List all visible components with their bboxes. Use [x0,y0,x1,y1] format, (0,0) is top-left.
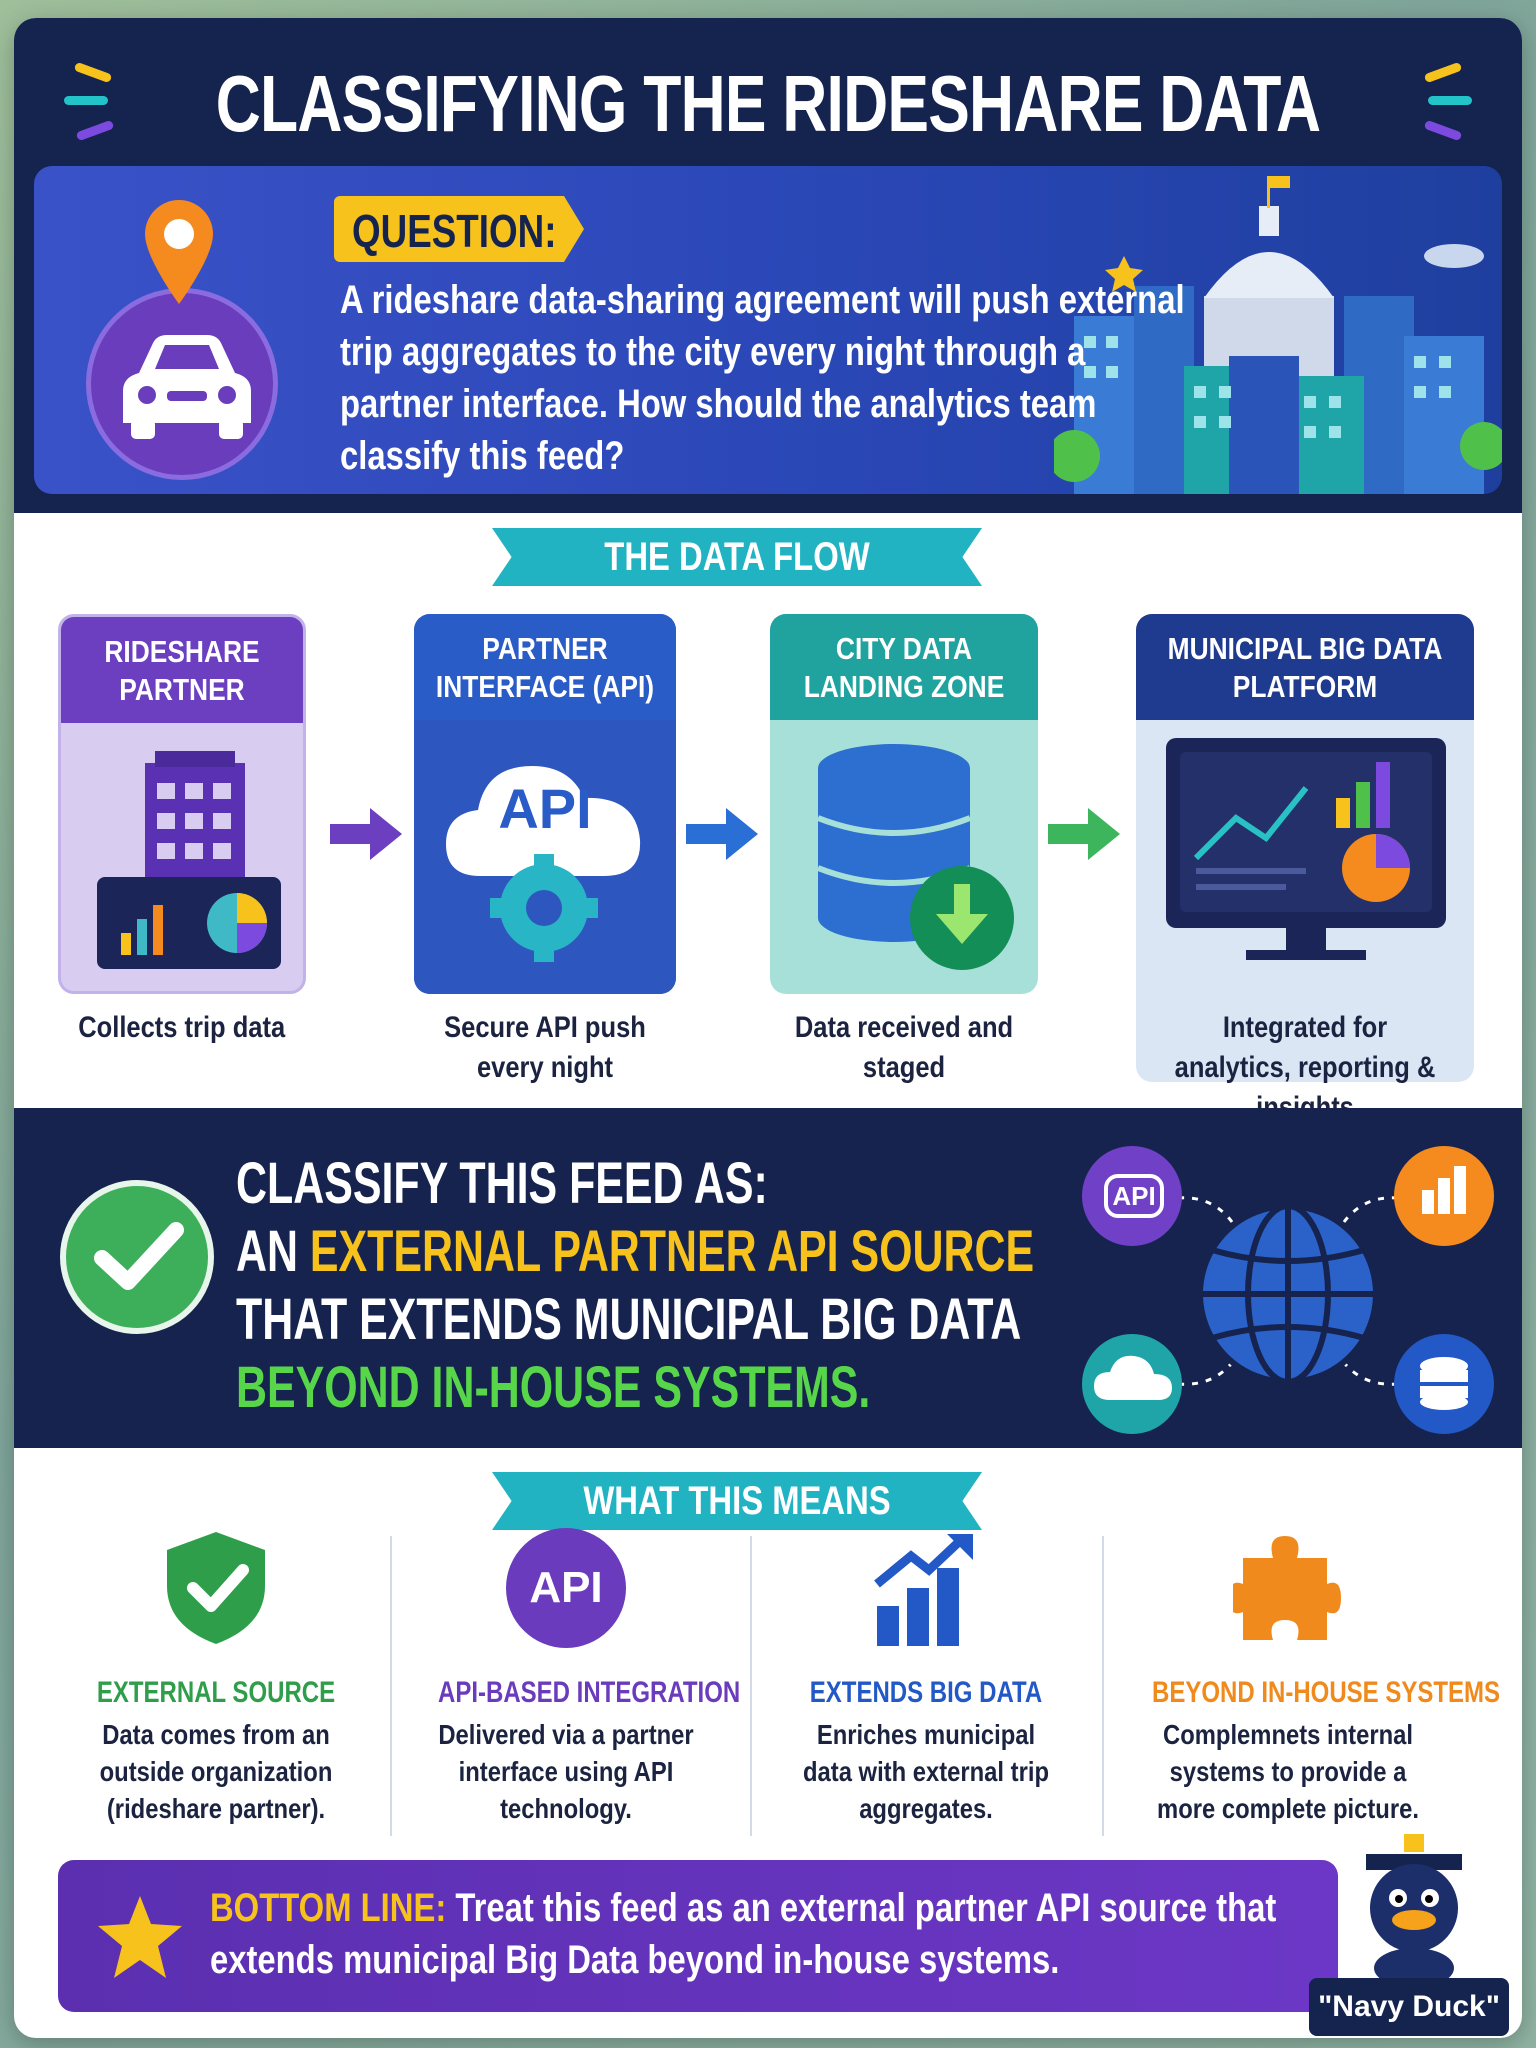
infographic: CLASSIFYING THE RIDESHARE DATA FEED [14,18,1522,2038]
means-text: Delivered via a partner interface using … [438,1719,694,1824]
api-badge: API [1104,1174,1164,1218]
flow-step-title: RIDESHARE PARTNER [61,617,303,723]
growth-chart-icon [874,1534,973,1646]
cloud-api-icon [446,766,641,962]
flow-step-caption: Data received and staged [794,1011,1014,1084]
navy-duck-mascot-icon [1360,1832,1468,1988]
bottom-line-text: BOTTOM LINE: Treat this feed as an exter… [210,1886,1277,1982]
means-item-extends-big-data: EXTENDS BIG DATA Enriches municipal data… [766,1528,1086,1827]
bottom-line-panel: BOTTOM LINE: Treat this feed as an exter… [58,1860,1338,2012]
monitor-analytics-icon [1166,738,1446,960]
what-this-means-banner: WHAT THIS MEANS [492,1472,982,1530]
api-circle-icon: API [506,1528,626,1648]
flow-step-rideshare-partner: RIDESHARE PARTNER [58,614,306,994]
city-skyline-icon [1054,176,1502,494]
means-text: Data comes from an outside organization … [99,1719,333,1824]
flow-step-big-data-platform: MUNICIPAL BIG DATA PLATFORM [1136,614,1474,1082]
database-download-icon [816,744,1014,970]
divider [390,1536,392,1836]
header: CLASSIFYING THE RIDESHARE DATA FEED [14,18,1522,513]
office-building-icon [97,751,281,969]
flow-step-partner-interface: PARTNER INTERFACE (API) API [414,614,676,994]
car-icon [123,335,251,439]
flow-step-caption: Secure API push every night [444,1011,646,1084]
arrow-right-icon [330,808,402,860]
flow-step-title: CITY DATA LANDING ZONE [770,614,1038,720]
flow-step-title: MUNICIPAL BIG DATA PLATFORM [1136,614,1474,720]
api-label: API [498,777,592,840]
divider [750,1536,752,1836]
page-title: CLASSIFYING THE RIDESHARE DATA FEED [215,59,1321,240]
means-title: BEYOND IN-HOUSE SYSTEMS [1152,1676,1501,1709]
puzzle-piece-icon [1229,1536,1341,1640]
classification-line-3: THAT EXTENDS MUNICIPAL BIG DATA [236,1287,1022,1352]
avatar [86,288,278,480]
means-item-api-integration: API API-BASED INTEGRATION Delivered via … [406,1528,741,1827]
checkmark-icon [60,1180,214,1334]
flow-step-landing-zone: CITY DATA LANDING ZONE [770,614,1038,994]
sparkle-decoration [64,96,108,105]
classification-line-4: BEYOND IN-HOUSE SYSTEMS. [236,1355,871,1420]
sparkle-decoration [75,119,115,142]
question-text: A rideshare data-sharing agreement will … [340,278,1185,478]
means-title: EXTENDS BIG DATA [809,1676,1043,1709]
means-title: EXTERNAL SOURCE [96,1676,336,1709]
sparkle-decoration [1423,61,1463,84]
means-text: Enriches municipal data with external tr… [803,1719,1049,1824]
means-text: Complemnets internal systems to provide … [1157,1719,1419,1824]
network-globe-icon [1082,1146,1494,1434]
mascot-label: "Navy Duck" [1309,1978,1509,2036]
arrow-right-icon [686,808,758,860]
means-item-external-source: EXTERNAL SOURCE Data comes from an outsi… [56,1528,376,1827]
classification-line-1: CLASSIFY THIS FEED AS: [236,1151,768,1216]
question-tag: QUESTION: [334,196,584,262]
sparkle-decoration [73,61,113,84]
arrow-right-icon [1048,808,1120,860]
classification-highlight: EXTERNAL PARTNER API SOURCE [309,1219,1035,1284]
sparkle-decoration [1428,96,1472,105]
location-pin-icon [145,200,213,304]
star-icon [98,1896,182,1978]
bottom-line-label: BOTTOM LINE: [210,1886,447,1930]
question-panel [34,166,1502,494]
flow-step-caption: Collects trip data [78,1011,286,1044]
shield-check-icon [167,1532,265,1644]
data-flow-banner: THE DATA FLOW [492,528,982,586]
sparkle-decoration [1423,119,1463,142]
classification-line-2: AN EXTERNAL PARTNER API SOURCE [236,1219,1035,1284]
classification-panel: CLASSIFY THIS FEED AS: AN EXTERNAL PARTN… [14,1108,1522,1448]
means-item-beyond-in-house: BEYOND IN-HOUSE SYSTEMS Complemnets inte… [1118,1528,1501,1827]
divider [1102,1536,1104,1836]
means-title: API-BASED INTEGRATION [438,1676,741,1709]
flow-step-title: PARTNER INTERFACE (API) [414,614,676,720]
